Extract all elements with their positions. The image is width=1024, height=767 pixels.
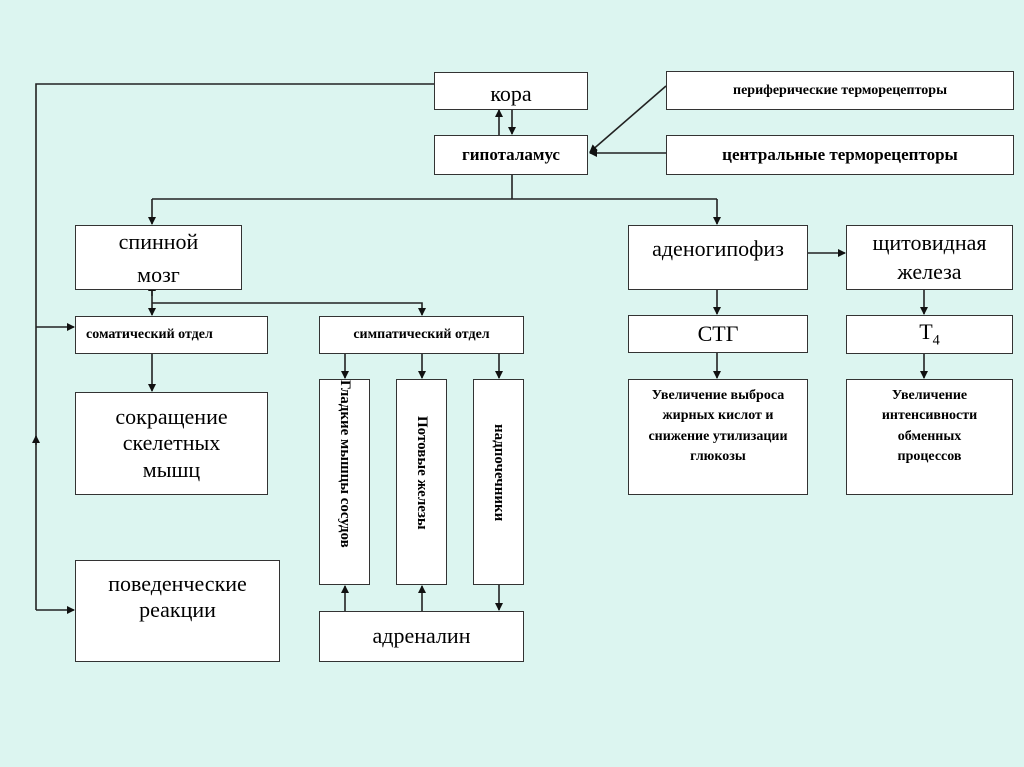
node-behavioral-reactions-label: поведенческие реакции — [108, 571, 247, 623]
node-peripheral-thermoreceptors-label: периферические терморецепторы — [733, 82, 947, 98]
node-vascular-smooth-muscle-label: Гладкие мышцы сосудов — [337, 380, 353, 548]
node-t4-effect-label: Увеличение интенсивности обменных процес… — [881, 388, 978, 464]
node-thyroid-gland-label: щитовидная железа — [872, 229, 987, 284]
node-thyroid-gland: щитовидная железа — [846, 225, 1013, 290]
node-hypothalamus-label: гипоталамус — [462, 145, 560, 164]
node-adrenal-glands-label: надпочечники — [491, 424, 507, 522]
node-cortex: кора — [434, 72, 588, 110]
node-t4-label: T4 — [919, 319, 940, 350]
node-adrenal-glands: надпочечники — [473, 379, 524, 585]
node-t4: T4 — [846, 315, 1013, 354]
node-somatic-division: соматический отдел — [75, 316, 268, 354]
node-sympathetic-division: симпатический отдел — [319, 316, 524, 354]
node-sweat-glands: Потовые железы — [396, 379, 447, 585]
node-adenohypophysis: аденогипофиз — [628, 225, 808, 290]
node-stg-label: СТГ — [697, 320, 739, 346]
node-hypothalamus: гипоталамус — [434, 135, 588, 175]
node-sympathetic-division-label: симпатический отдел — [353, 327, 490, 342]
node-stg-effect: Увеличение выброса жирных кислот и сниже… — [628, 379, 808, 495]
node-spinal-cord-label: спинной мозг — [118, 228, 199, 287]
node-central-thermoreceptors-label: центральные терморецепторы — [722, 145, 958, 164]
node-sweat-glands-label: Потовые железы — [414, 416, 430, 530]
node-adrenaline: адреналин — [319, 611, 524, 662]
node-t4-subscript: 4 — [932, 332, 940, 349]
node-peripheral-thermoreceptors: периферические терморецепторы — [666, 71, 1014, 110]
node-behavioral-reactions: поведенческие реакции — [75, 560, 280, 662]
edge-spinal-branch — [152, 302, 426, 316]
edge-peripheral-to-hyp — [589, 85, 667, 153]
edge-cortex-left-loop — [35, 83, 434, 610]
node-adrenaline-label: адреналин — [372, 623, 471, 649]
node-spinal-cord: спинной мозг — [75, 225, 242, 290]
node-t4-base: T — [919, 319, 933, 345]
node-skeletal-muscle-contraction: сокращение скелетных мышц — [75, 392, 268, 495]
node-stg-effect-label: Увеличение выброса жирных кислот и сниже… — [648, 388, 788, 464]
node-t4-effect: Увеличение интенсивности обменных процес… — [846, 379, 1013, 495]
node-stg: СТГ — [628, 315, 808, 353]
node-adenohypophysis-label: аденогипофиз — [652, 236, 784, 261]
node-vascular-smooth-muscle: Гладкие мышцы сосудов — [319, 379, 370, 585]
node-cortex-label: кора — [490, 80, 532, 106]
node-central-thermoreceptors: центральные терморецепторы — [666, 135, 1014, 175]
node-skeletal-muscle-contraction-label: сокращение скелетных мышц — [115, 403, 228, 482]
node-somatic-division-label: соматический отдел — [86, 327, 213, 342]
